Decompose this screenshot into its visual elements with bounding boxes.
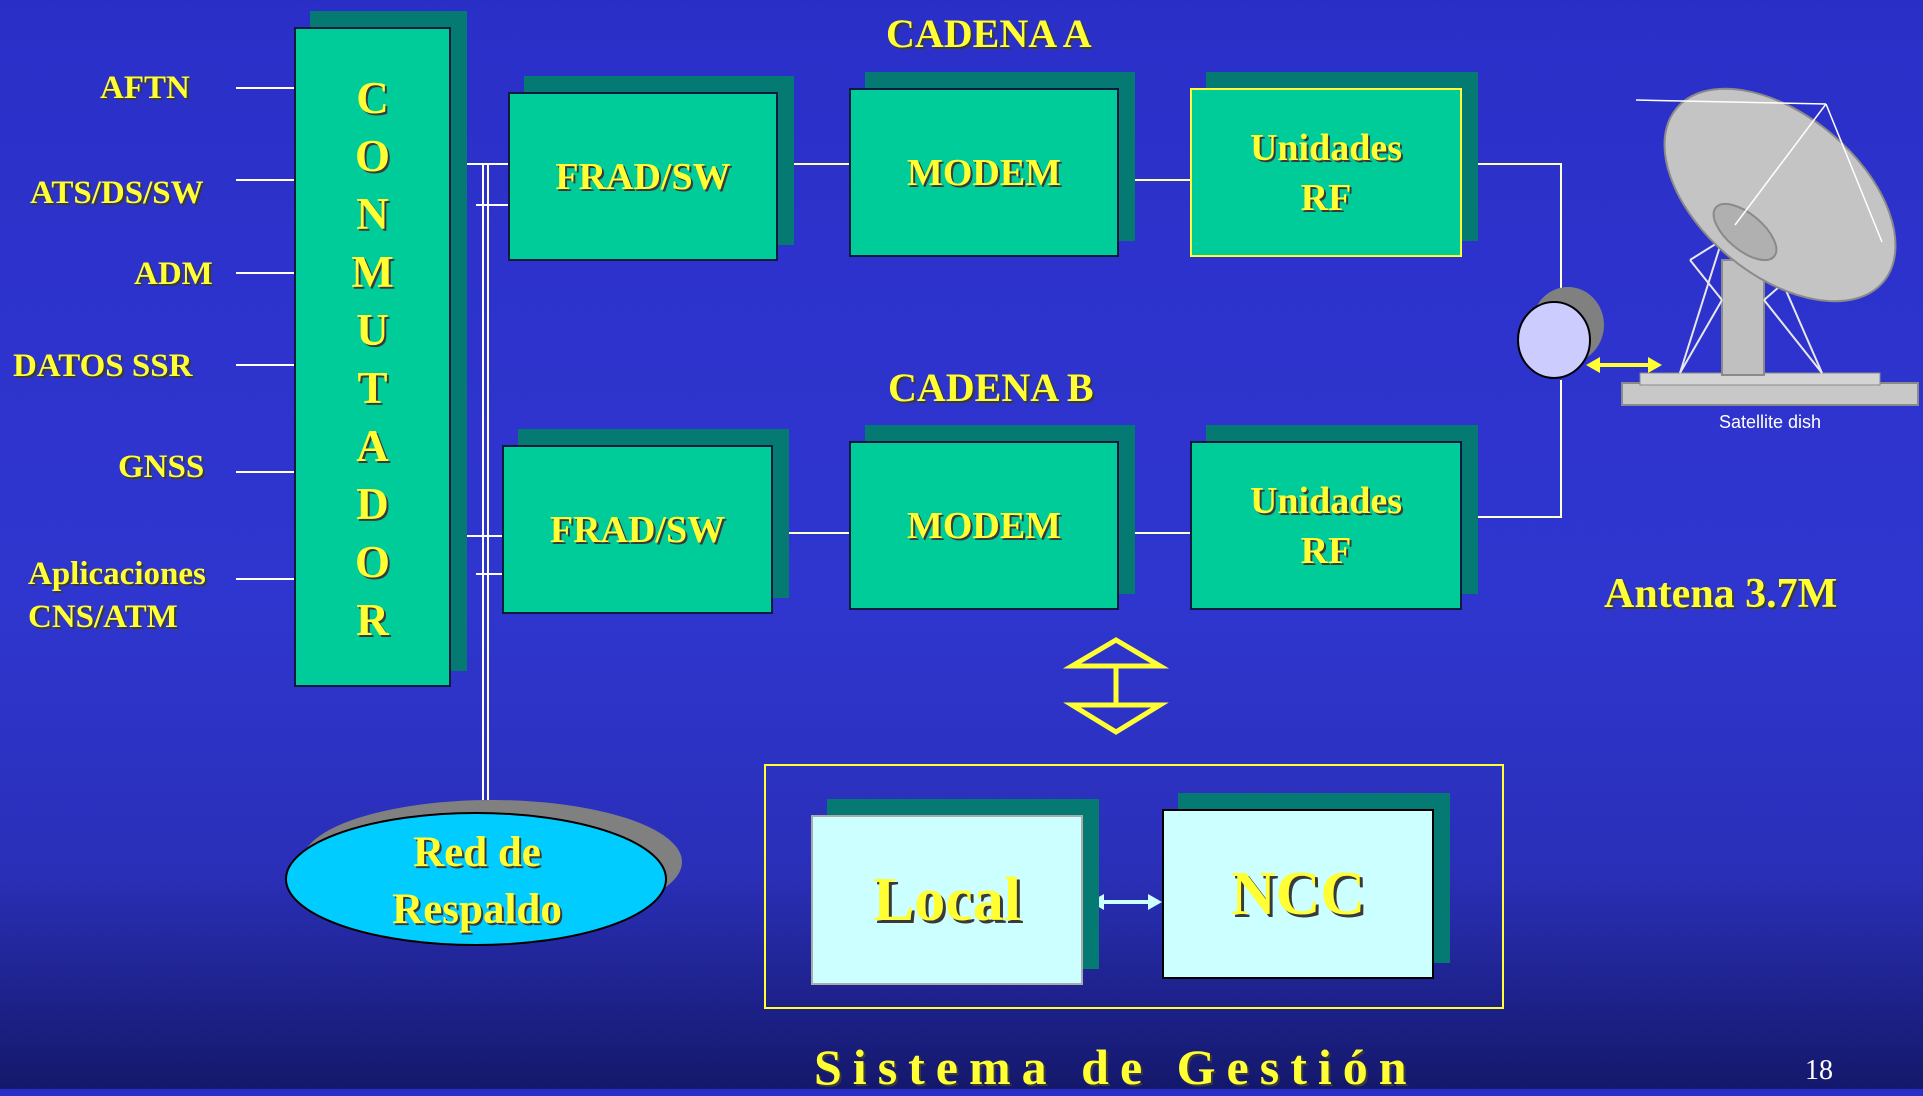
conmutador-letter: O [354, 537, 390, 587]
input-datos-ssr: DATOS SSR [13, 348, 193, 384]
chain-a-rf-line2: RF [1300, 176, 1352, 219]
chain-b-modem-label: MODEM [906, 504, 1062, 547]
chain-b-modem-box: MODEM [849, 441, 1119, 610]
conmutador-letter: T [357, 363, 388, 413]
chain-a-rf-box: Unidades RF [1190, 88, 1462, 257]
ncc-box: NCC [1162, 809, 1434, 979]
management-frame [764, 764, 1504, 1009]
conmutador-letter: M [351, 247, 394, 297]
conmutador-letter: O [354, 131, 390, 181]
backup-line [482, 164, 489, 800]
conmutador-letter: A [356, 421, 389, 471]
local-ncc-arrow [1090, 894, 1162, 910]
chain-b-rf-box: Unidades RF [1190, 441, 1462, 610]
satellite-dish-caption: Satellite dish [1718, 412, 1822, 432]
chain-b-frad-box: FRAD/SW [502, 445, 773, 614]
conmutador-letter: N [356, 189, 389, 239]
antenna-label: Antena 3.7M [1604, 571, 1838, 617]
chain-a-modem-label: MODEM [906, 151, 1062, 194]
chain-a-title: CADENA A [886, 11, 1092, 56]
input-gnss: GNSS [118, 449, 205, 485]
input-ats-ds-sw: ATS/DS/SW [30, 175, 204, 211]
backup-network-label: Red de Respaldo [282, 824, 672, 938]
conmutador-letter: C [356, 73, 389, 123]
input-cns-atm: CNS/ATM [28, 599, 178, 635]
chain-a-frad-label: FRAD/SW [555, 155, 731, 198]
ncc-label: NCC [1230, 859, 1366, 928]
chain-a-frad-box: FRAD/SW [508, 92, 778, 261]
updown-arrow-icon [1062, 637, 1170, 735]
input-adm: ADM [134, 256, 213, 292]
input-aftn: AFTN [100, 70, 190, 106]
local-box: Local [811, 815, 1083, 985]
backup-line1: Red de [413, 829, 541, 876]
conmutador-letter: R [356, 595, 389, 645]
backup-ellipse [285, 812, 667, 946]
chain-a-modem-box: MODEM [849, 88, 1119, 257]
input-lines [236, 87, 294, 580]
backup-line2: Respaldo [392, 886, 562, 933]
management-title: Sistema de Gestión [814, 1039, 1418, 1095]
satellite-dish-icon [1621, 87, 1919, 406]
horn-antenna-arrow [1586, 357, 1662, 373]
input-aplicaciones: Aplicaciones [28, 556, 206, 592]
chain-b-rf-line1: Unidades [1249, 479, 1403, 522]
local-label: Local [872, 865, 1022, 934]
conmutador-letter: U [356, 305, 389, 355]
chain-b-title: CADENA B [888, 365, 1094, 410]
conmutador-box: C O N M U T A D O R [294, 27, 451, 687]
conmutador-letter: D [356, 479, 389, 529]
chain-b-rf-line2: RF [1300, 529, 1352, 572]
chain-a-rf-line1: Unidades [1249, 126, 1403, 169]
chain-b-frad-label: FRAD/SW [549, 508, 726, 551]
chain-links [773, 163, 1562, 534]
feed-horn-icon [1517, 301, 1591, 379]
page-number: 18 [1805, 1055, 1833, 1086]
